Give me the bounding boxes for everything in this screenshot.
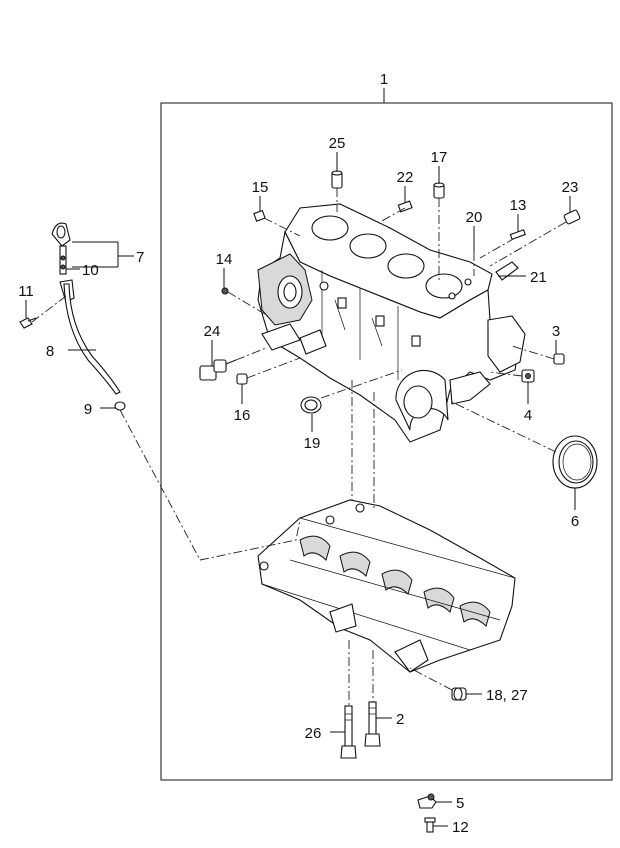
callout-6: 6 xyxy=(571,513,579,530)
part-13-pin xyxy=(509,229,526,240)
callout-5: 5 xyxy=(456,795,464,812)
callout-24: 24 xyxy=(204,323,221,340)
leader-lines xyxy=(25,152,576,827)
callout-21: 21 xyxy=(530,269,547,286)
part-25-sleeve xyxy=(331,170,343,189)
callout-23: 23 xyxy=(562,179,579,196)
part-26-bolt xyxy=(340,705,357,759)
callout-1: 1 xyxy=(380,71,388,88)
callout-4: 4 xyxy=(524,407,532,424)
part-15-dowel xyxy=(253,209,266,222)
callout-8: 8 xyxy=(46,343,54,360)
cylinder-block-upper xyxy=(257,203,526,443)
callout-3: 3 xyxy=(552,323,560,340)
callout-16: 16 xyxy=(234,407,251,424)
callout-22: 22 xyxy=(397,169,414,186)
callout-26: 26 xyxy=(305,725,322,742)
callout-labels: 1 7 10 11 8 9 15 14 25 22 17 20 13 23 21… xyxy=(18,71,579,836)
callout-20: 20 xyxy=(466,209,483,226)
callout-15: 15 xyxy=(252,179,269,196)
callout-18-27: 18, 27 xyxy=(486,687,528,704)
crankcase-lower xyxy=(257,499,516,673)
part-19-oil-seal xyxy=(300,396,322,414)
callout-7: 7 xyxy=(136,249,144,266)
part-14-plug xyxy=(221,287,229,295)
part-6-rear-seal xyxy=(552,435,598,489)
callout-19: 19 xyxy=(304,435,321,452)
dipstick-assembly xyxy=(51,222,126,411)
assembly-frame xyxy=(160,102,613,781)
callout-17: 17 xyxy=(431,149,448,166)
part-18-27-sleeve xyxy=(451,687,467,701)
part-5-clip xyxy=(417,793,437,809)
callout-10: 10 xyxy=(82,262,99,279)
part-12-bolt xyxy=(424,817,436,833)
part-16-plug xyxy=(236,373,248,385)
part-24-sensor xyxy=(199,359,237,381)
part-23-sensor xyxy=(563,209,581,225)
part-4-plug xyxy=(521,369,535,383)
part-11-bolt xyxy=(19,317,37,329)
callout-12: 12 xyxy=(452,819,469,836)
part-22-stud xyxy=(397,200,413,213)
callout-11: 11 xyxy=(18,283,34,300)
callout-25: 25 xyxy=(329,135,346,152)
callout-13: 13 xyxy=(510,197,527,214)
callout-2: 2 xyxy=(396,711,404,728)
part-17-sleeve xyxy=(433,182,445,199)
callout-14: 14 xyxy=(216,251,233,268)
part-2-bolt xyxy=(364,701,381,747)
assembly-lines xyxy=(31,188,567,706)
callout-9: 9 xyxy=(84,401,92,418)
part-3-plug xyxy=(553,353,565,365)
